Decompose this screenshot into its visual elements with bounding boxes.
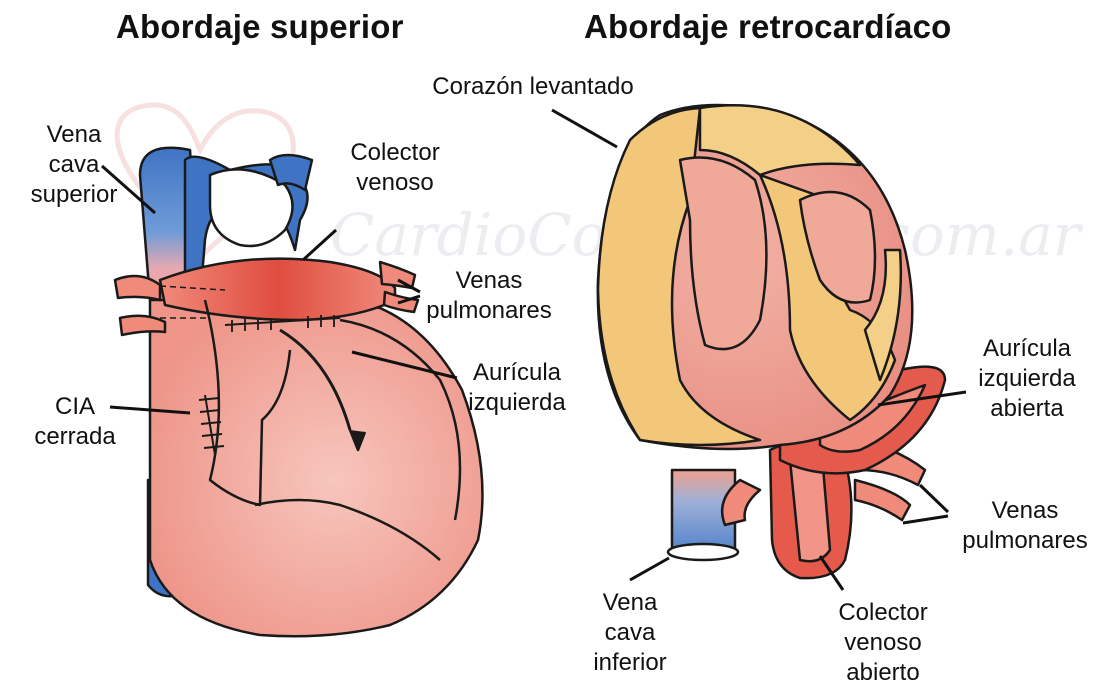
title-abordaje-retrocardiaco: Abordaje retrocardíaco	[584, 8, 952, 46]
leader-venas-pulmonares-right-a	[920, 485, 948, 512]
label-vena-cava-inferior: Vena cava inferior	[570, 588, 690, 678]
label-cia-cerrada: CIA cerrada	[20, 392, 130, 452]
leader-corazon-levantado	[552, 110, 617, 147]
label-venas-pulmonares-right: Venas pulmonares	[945, 496, 1105, 556]
label-corazon-levantado: Corazón levantado	[400, 72, 666, 102]
label-vena-cava-superior: Vena cava superior	[20, 120, 128, 210]
label-auricula-izquierda-abierta: Aurícula izquierda abierta	[962, 334, 1092, 424]
label-venas-pulmonares-left: Venas pulmonares	[414, 266, 564, 326]
label-auricula-izquierda: Aurícula izquierda	[452, 358, 582, 418]
leader-venas-pulmonares-right-b	[903, 516, 948, 523]
right-heart	[598, 105, 945, 578]
leader-vena-cava-inferior	[630, 558, 669, 580]
title-abordaje-superior: Abordaje superior	[116, 8, 404, 46]
label-colector-venoso: Colector venoso	[320, 138, 470, 198]
label-colector-venoso-abierto: Colector venoso abierto	[818, 598, 948, 688]
